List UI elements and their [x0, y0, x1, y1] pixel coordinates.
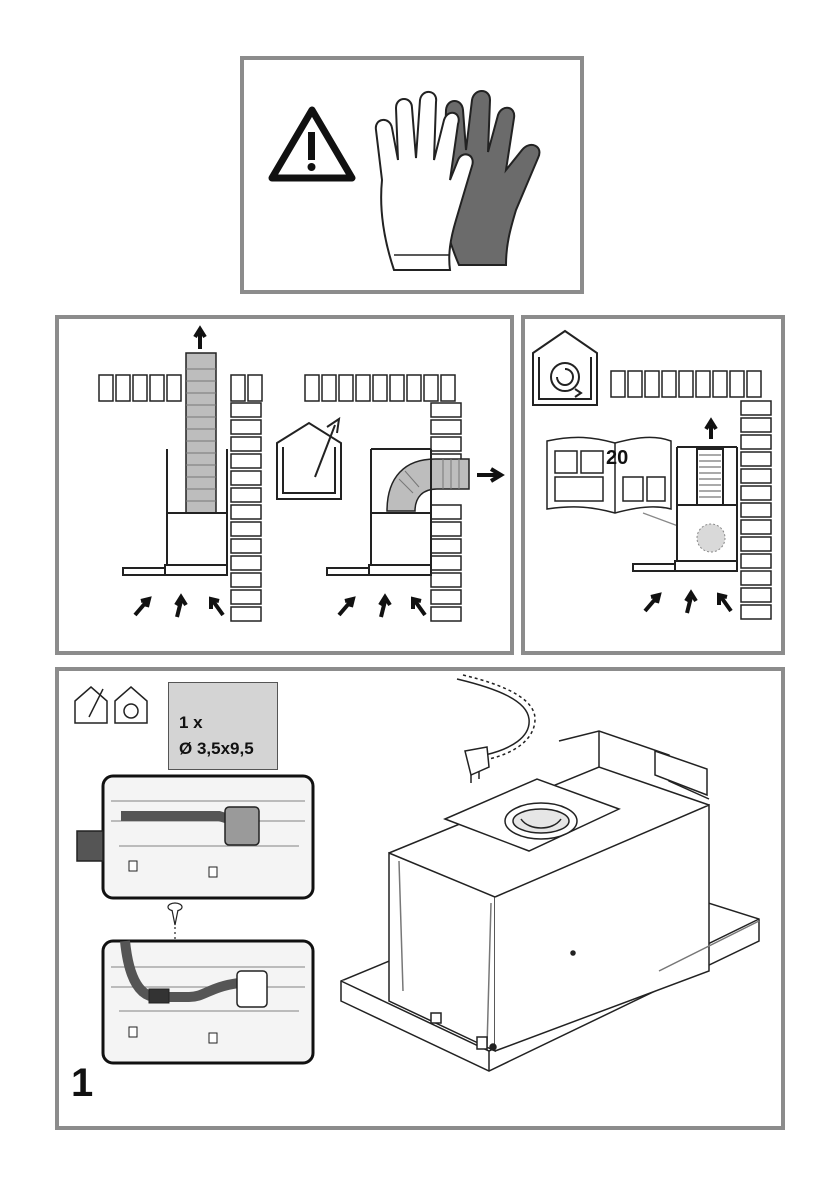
installation-step-panel: 1 x Ø 3,5x9,5 1	[55, 667, 785, 1130]
house-exhaust-icon	[277, 419, 341, 499]
detail-after-fixing	[103, 941, 313, 1063]
small-screw-icon	[168, 903, 182, 925]
power-plug-icon	[465, 747, 489, 783]
exhaust-arrow-up	[706, 421, 716, 439]
step-number: 1	[71, 1061, 93, 1106]
house-exhaust-icon	[75, 687, 107, 723]
screw-size: Ø 3,5x9,5	[179, 739, 254, 759]
intake-arrows	[645, 593, 731, 613]
recirculation-mode-panel: 20	[521, 315, 785, 655]
ceiling-bricks	[611, 371, 761, 397]
warning-illustration	[244, 60, 580, 290]
wall-bricks-left	[231, 403, 261, 621]
manual-page-number: 20	[606, 447, 628, 470]
screw-quantity: 1 x	[179, 713, 203, 733]
detail-before-fixing	[77, 776, 313, 898]
cooker-hood	[341, 731, 759, 1071]
mode-house-icons	[75, 687, 147, 723]
intake-arrows-right	[339, 597, 425, 617]
carbon-filter-icon	[697, 524, 725, 552]
warning-triangle-icon	[272, 110, 352, 178]
ceiling-bricks-left	[99, 375, 262, 401]
exhaust-arrow-up	[195, 329, 205, 349]
wall-bricks	[741, 401, 771, 619]
elbow-duct	[387, 459, 469, 511]
ducted-mode-panel	[55, 315, 514, 655]
power-cable	[457, 675, 535, 759]
recirculation-illustration	[525, 319, 781, 651]
vertical-duct	[186, 353, 216, 513]
house-recirculation-icon	[533, 331, 597, 405]
ceiling-bricks-right	[305, 375, 455, 401]
wall-bricks-right	[431, 403, 461, 621]
warning-panel	[240, 56, 584, 294]
exhaust-arrow-right	[477, 469, 501, 481]
ducted-mode-illustration	[59, 319, 510, 651]
screw-spec-box: 1 x Ø 3,5x9,5	[168, 682, 278, 770]
intake-arrows-left	[135, 597, 223, 617]
